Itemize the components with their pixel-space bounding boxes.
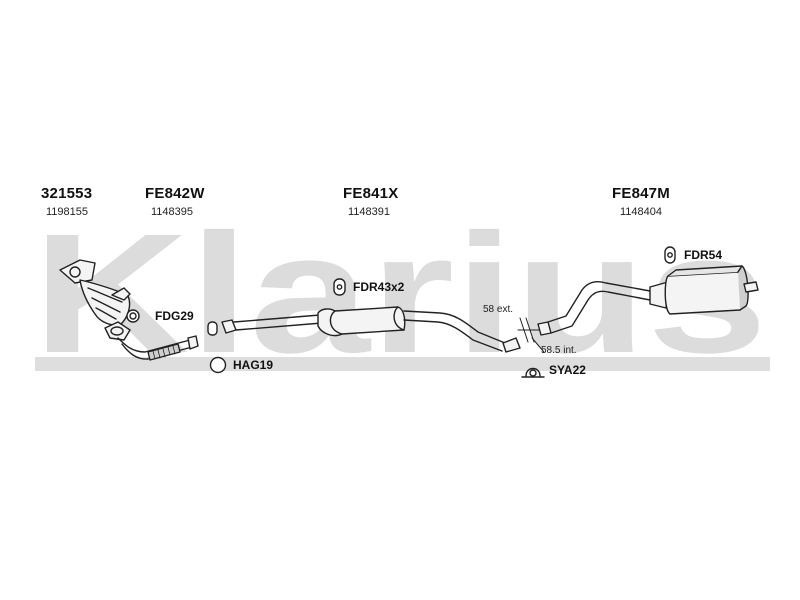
fitting-label-fdr43x2: FDR43x2 <box>353 280 405 294</box>
fitting-label-fdg29: FDG29 <box>155 309 194 323</box>
group-number-2: 1148395 <box>151 206 194 218</box>
group-code-2: FE842W <box>145 185 205 202</box>
catalytic-converter <box>59 259 131 326</box>
dimension-marks <box>517 317 545 353</box>
joint-gasket <box>207 321 218 336</box>
group-code-4: FE847M <box>612 185 670 202</box>
front-pipe <box>104 321 199 361</box>
group-number-4: 1148404 <box>620 206 663 218</box>
rear-pipe-silencer <box>537 265 759 336</box>
sya22-clamp-icon <box>521 367 545 378</box>
group-code-1: 321553 <box>41 185 93 202</box>
dimension-int-label: 58.5 int. <box>541 345 577 356</box>
group-number-3: 1148391 <box>348 206 391 218</box>
fitting-label-sya22: SYA22 <box>549 363 586 377</box>
hag19-ring-icon <box>209 356 227 374</box>
fitting-label-fdr54: FDR54 <box>684 248 723 262</box>
dimension-ext-label: 58 ext. <box>483 304 514 315</box>
group-number-1: 1198155 <box>46 206 89 218</box>
fdg-gasket <box>126 309 140 323</box>
intermediate-pipe-silencer <box>221 306 521 353</box>
fdr43-rubber-mount-icon <box>333 278 346 296</box>
fitting-label-hag19: HAG19 <box>233 358 274 372</box>
group-code-3: FE841X <box>343 185 399 202</box>
fdr54-rubber-mount-icon <box>664 246 676 264</box>
